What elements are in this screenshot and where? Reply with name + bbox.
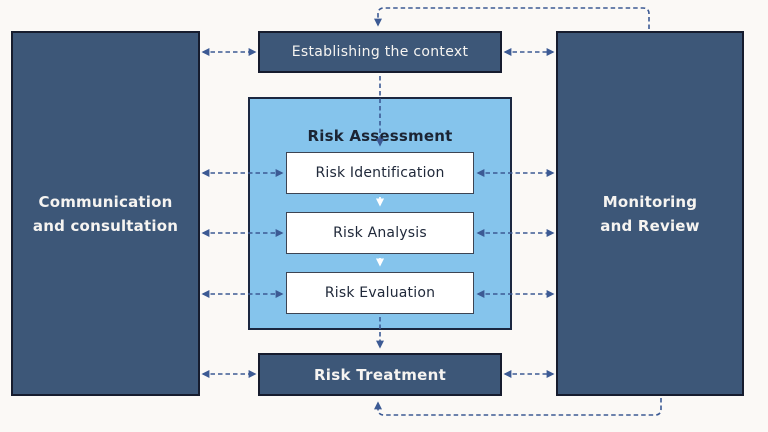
arrow-loop-monitoring-to-treatment: [374, 398, 662, 416]
communication-consultation-box: Communication and consultation: [11, 31, 200, 396]
risk-identification-label: Risk Identification: [315, 165, 445, 181]
arrow-loop-monitoring-to-context: [374, 7, 650, 29]
establishing-context-box: Establishing the context: [258, 31, 502, 73]
risk-treatment-box: Risk Treatment: [258, 353, 502, 396]
communication-consultation-label: Communication and consultation: [32, 192, 179, 235]
risk-analysis-box: Risk Analysis: [286, 212, 474, 254]
risk-assessment-container: Risk Assessment Risk Identification Risk…: [248, 97, 512, 330]
risk-assessment-title: Risk Assessment: [307, 127, 453, 145]
establishing-context-label: Establishing the context: [291, 44, 469, 60]
risk-evaluation-box: Risk Evaluation: [286, 272, 474, 314]
monitoring-review-label: Monitoring and Review: [600, 192, 700, 235]
risk-identification-box: Risk Identification: [286, 152, 474, 194]
risk-evaluation-label: Risk Evaluation: [324, 285, 436, 301]
risk-analysis-label: Risk Analysis: [333, 225, 427, 241]
risk-treatment-label: Risk Treatment: [313, 365, 447, 384]
monitoring-review-box: Monitoring and Review: [556, 31, 744, 396]
